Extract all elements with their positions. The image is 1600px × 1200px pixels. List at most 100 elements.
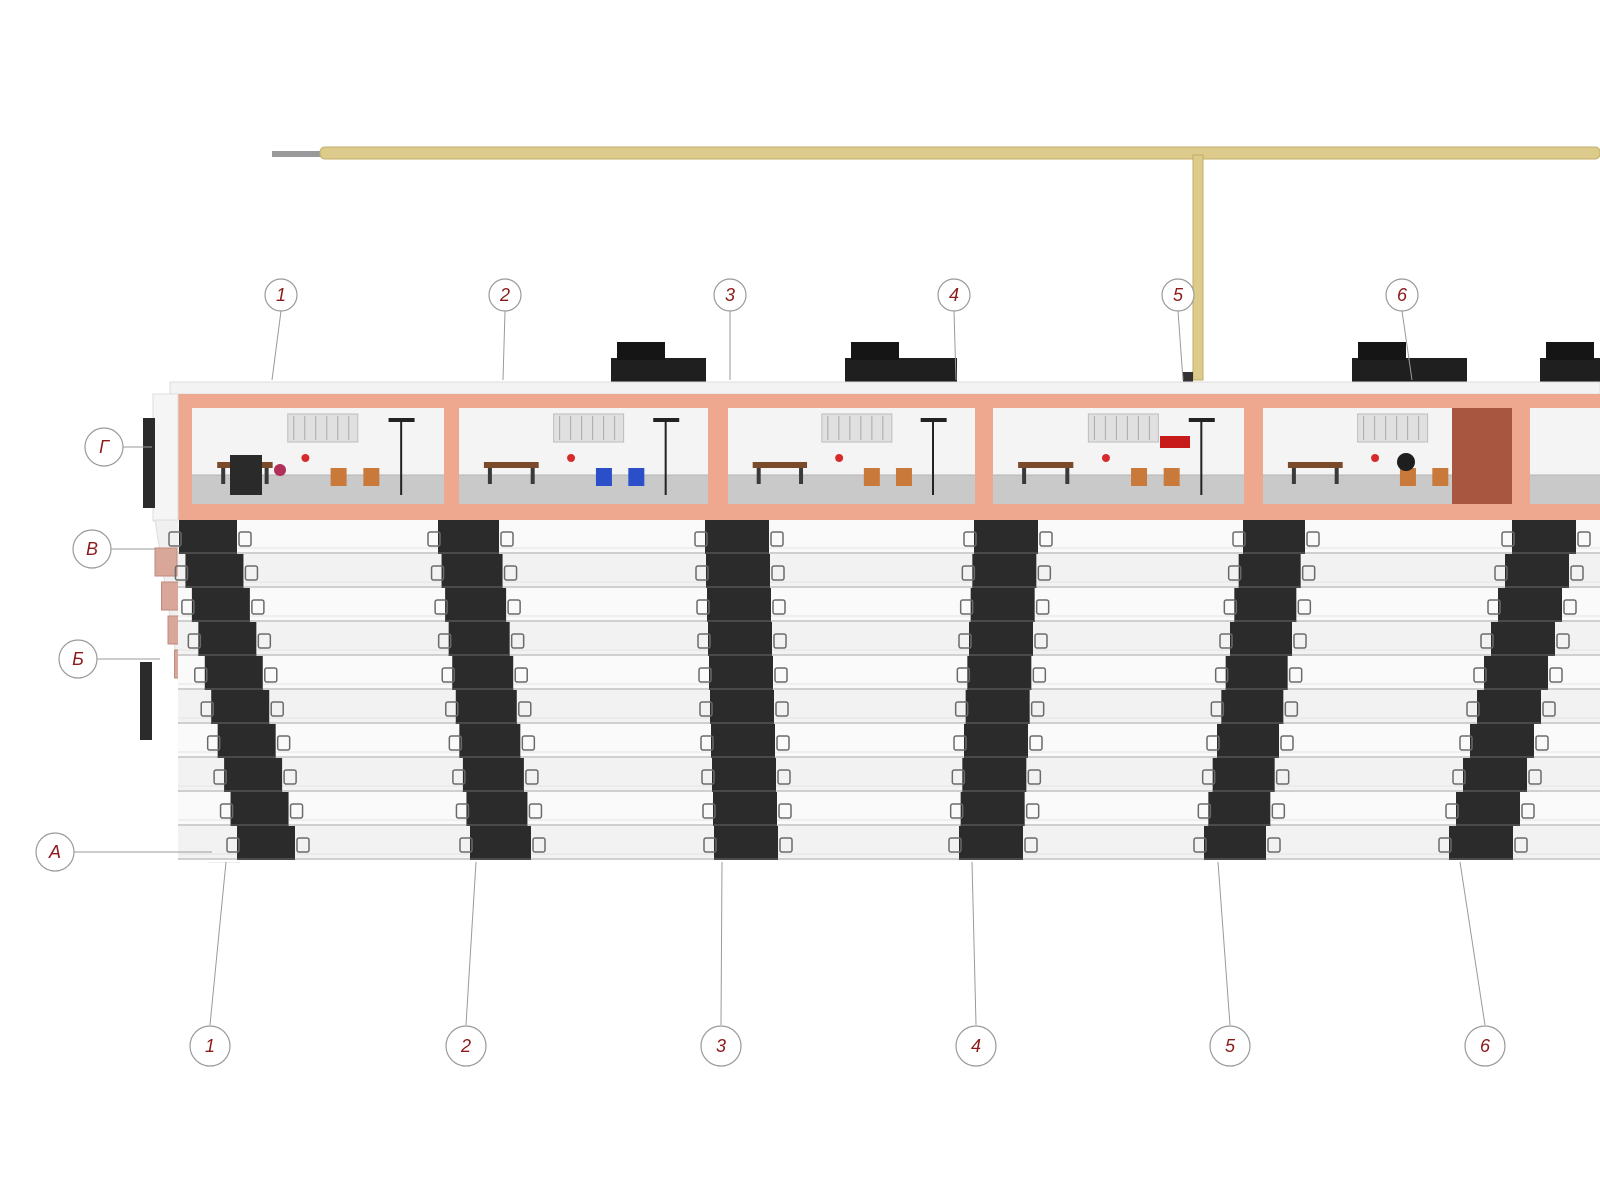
axis-top-6: 6 [1385,278,1419,312]
roof-box-top-3 [1358,342,1406,360]
railing-icon [187,633,202,649]
railing-icon [500,531,514,547]
railing-icon [503,565,518,581]
room-1 [192,408,444,504]
axis-label: 5 [1225,1036,1236,1056]
lamp-icon [553,413,625,443]
railing-icon [257,633,272,649]
desk-icon [483,462,539,468]
stair-step [1477,690,1541,724]
railing-icon [283,769,297,785]
railing-icon [1501,531,1515,547]
railing-icon [958,633,972,649]
railing-icon [194,667,208,683]
axis-bubble [264,278,298,312]
stair-step [965,690,1030,724]
railing-icon [695,565,709,581]
railing-icon [694,531,708,547]
stair-step [1238,554,1301,588]
railing-icon [777,769,791,785]
stair-step [1212,758,1275,792]
railing-icon [1039,531,1053,547]
stair-step [707,588,771,622]
railing-icon [1227,565,1242,581]
grid-line-bottom-4 [971,861,977,1026]
railing-icon [525,769,539,785]
axis-bubble [72,529,112,569]
roof-box-top-2 [851,342,899,360]
step-band [178,520,1600,554]
stair-step [448,622,510,656]
grid-line-bottom-2 [465,861,477,1026]
stair-step [185,554,244,588]
railing-icon [1549,667,1563,683]
railing-icon [1473,667,1487,683]
axis-top-4: 4 [937,278,971,312]
railing-icon [1035,599,1050,615]
railing-icon [168,531,182,547]
stair-step [445,588,507,622]
railing-icon [1480,633,1494,649]
chair-icon [1131,468,1148,486]
stair-column-3 [705,520,778,860]
roof-box-4 [1540,358,1600,382]
railing-icon [948,837,962,853]
chair-icon [330,468,347,486]
railing-icon [1024,837,1038,853]
railing-icon [1029,735,1043,751]
chair-icon [863,468,880,486]
step-band [178,792,1600,826]
railing-icon [251,599,265,615]
railing-icon [1528,769,1542,785]
axis-label: 1 [276,285,286,305]
stair-step [211,690,270,724]
railing-icon [238,531,252,547]
grid-line-bottom-6 [1459,861,1486,1026]
room-floor [993,475,1244,504]
room-floor [1530,475,1600,504]
grid-lines [74,310,1486,1026]
axis-bubble [937,278,971,312]
chair-icon [1432,468,1449,486]
lamp-icon [301,454,310,462]
lamp-icon [1371,454,1380,462]
axis-label: Б [72,649,84,669]
lamp-icon [821,413,893,443]
axis-label: 3 [716,1036,726,1056]
cabinet [230,455,262,495]
railing-icon [773,633,787,649]
railing-icon [1027,769,1042,785]
railing-icon [1293,633,1307,649]
room-6 [1530,408,1600,504]
axis-top-5: 5 [1161,278,1195,312]
axis-bubble [35,832,75,872]
axis-bubble [58,639,98,679]
axis-label: 6 [1397,285,1408,305]
axis-label: В [86,539,98,559]
railing-icon [698,667,712,683]
stair-step [204,656,263,690]
axis-bottom-5: 5 [1209,1025,1251,1067]
railing-icon [1306,531,1320,547]
step-band [178,554,1600,588]
chair-icon [595,468,612,486]
railing-icon [1034,633,1048,649]
step-band [178,656,1600,690]
stair-step [708,622,772,656]
roof-box-2 [845,358,957,382]
railing-icon [226,837,240,853]
axis-bubble [1385,278,1419,312]
railing-icon [1521,803,1535,819]
railing-icon [445,701,459,717]
railing-icon [244,565,259,581]
railing-icon [1197,803,1212,819]
railing-icon [510,633,525,649]
railing-icon [1214,667,1229,683]
axis-bubble [700,1025,742,1067]
desk-leg [1022,468,1027,484]
railing-icon [430,565,445,581]
railing-icon [1280,735,1294,751]
axis-label: 2 [460,1036,471,1056]
room-5 [1263,408,1512,504]
